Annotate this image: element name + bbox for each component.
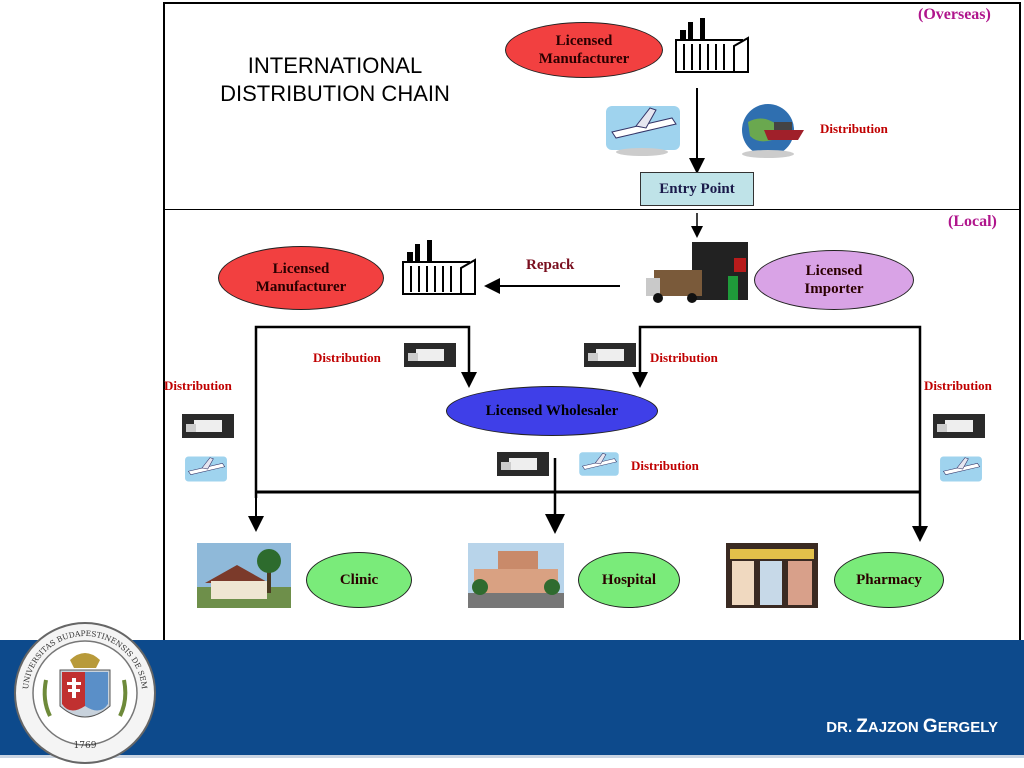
airplane-icon xyxy=(579,452,619,476)
entry-point-box: Entry Point xyxy=(640,172,754,206)
right-bracket xyxy=(638,325,922,528)
truck-icon xyxy=(404,343,456,367)
clinic-node: Clinic xyxy=(306,552,412,608)
distribution-label-far-right: Distribution xyxy=(924,378,992,393)
airplane-icon xyxy=(606,106,680,156)
distribution-label-far-left: Distribution xyxy=(164,378,232,393)
title-line-1: INTERNATIONAL xyxy=(247,53,423,78)
seal-year: 1769 xyxy=(74,741,97,751)
distribution-label-wholesaler: Distribution xyxy=(631,458,699,473)
clinic-photo xyxy=(197,543,291,608)
hospital-photo xyxy=(468,543,564,608)
author-last-rest: ERGELY xyxy=(937,719,998,736)
left-bracket xyxy=(254,325,471,498)
truck-icon xyxy=(497,452,549,476)
factory-icon xyxy=(402,240,476,295)
diagram-frame xyxy=(163,2,1021,642)
footer-rule xyxy=(0,755,1024,758)
distribution-label-overseas: Distribution xyxy=(820,121,888,136)
local-manufacturer-line1: Licensed xyxy=(272,261,330,277)
distribution-label-left: Distribution xyxy=(313,350,381,365)
author-first-initial: Z xyxy=(856,716,868,737)
overseas-manufacturer-line1: Licensed xyxy=(555,33,613,49)
author-name: DR. ZAJZON GERGELY xyxy=(826,716,998,738)
pharmacy-node: Pharmacy xyxy=(834,552,944,608)
airplane-icon xyxy=(185,456,227,482)
airplane-icon xyxy=(940,456,982,482)
title-line-2: DISTRIBUTION CHAIN xyxy=(220,81,450,106)
ship-icon xyxy=(742,104,804,158)
pharmacy-photo xyxy=(726,543,818,608)
delivery-truck-icon xyxy=(646,242,748,303)
author-first-rest: AJZON xyxy=(867,719,923,736)
truck-icon xyxy=(182,414,234,438)
author-prefix: DR. xyxy=(826,719,857,736)
truck-icon xyxy=(933,414,985,438)
author-last-initial: G xyxy=(922,716,938,737)
overseas-manufacturer-line2: Manufacturer xyxy=(538,51,630,67)
truck-icon xyxy=(584,343,636,367)
repack-label: Repack xyxy=(526,257,575,273)
wholesaler-node: Licensed Wholesaler xyxy=(446,386,658,436)
factory-icon xyxy=(675,18,749,73)
local-manufacturer-line2: Manufacturer xyxy=(255,279,347,295)
importer-line1: Licensed xyxy=(805,263,863,279)
region-divider xyxy=(165,209,1019,210)
footer-bar xyxy=(0,640,1024,755)
distribution-label-right: Distribution xyxy=(650,350,718,365)
university-seal-logo: UNIVERSITAS BUDAPESTINENSIS DE SEMMELWEI… xyxy=(12,620,156,764)
local-label: (Local) xyxy=(948,213,997,230)
hospital-node: Hospital xyxy=(578,552,680,608)
importer-line2: Importer xyxy=(804,281,864,297)
overseas-label: (Overseas) xyxy=(918,6,991,23)
diagram-title: INTERNATIONAL DISTRIBUTION CHAIN xyxy=(200,52,470,108)
